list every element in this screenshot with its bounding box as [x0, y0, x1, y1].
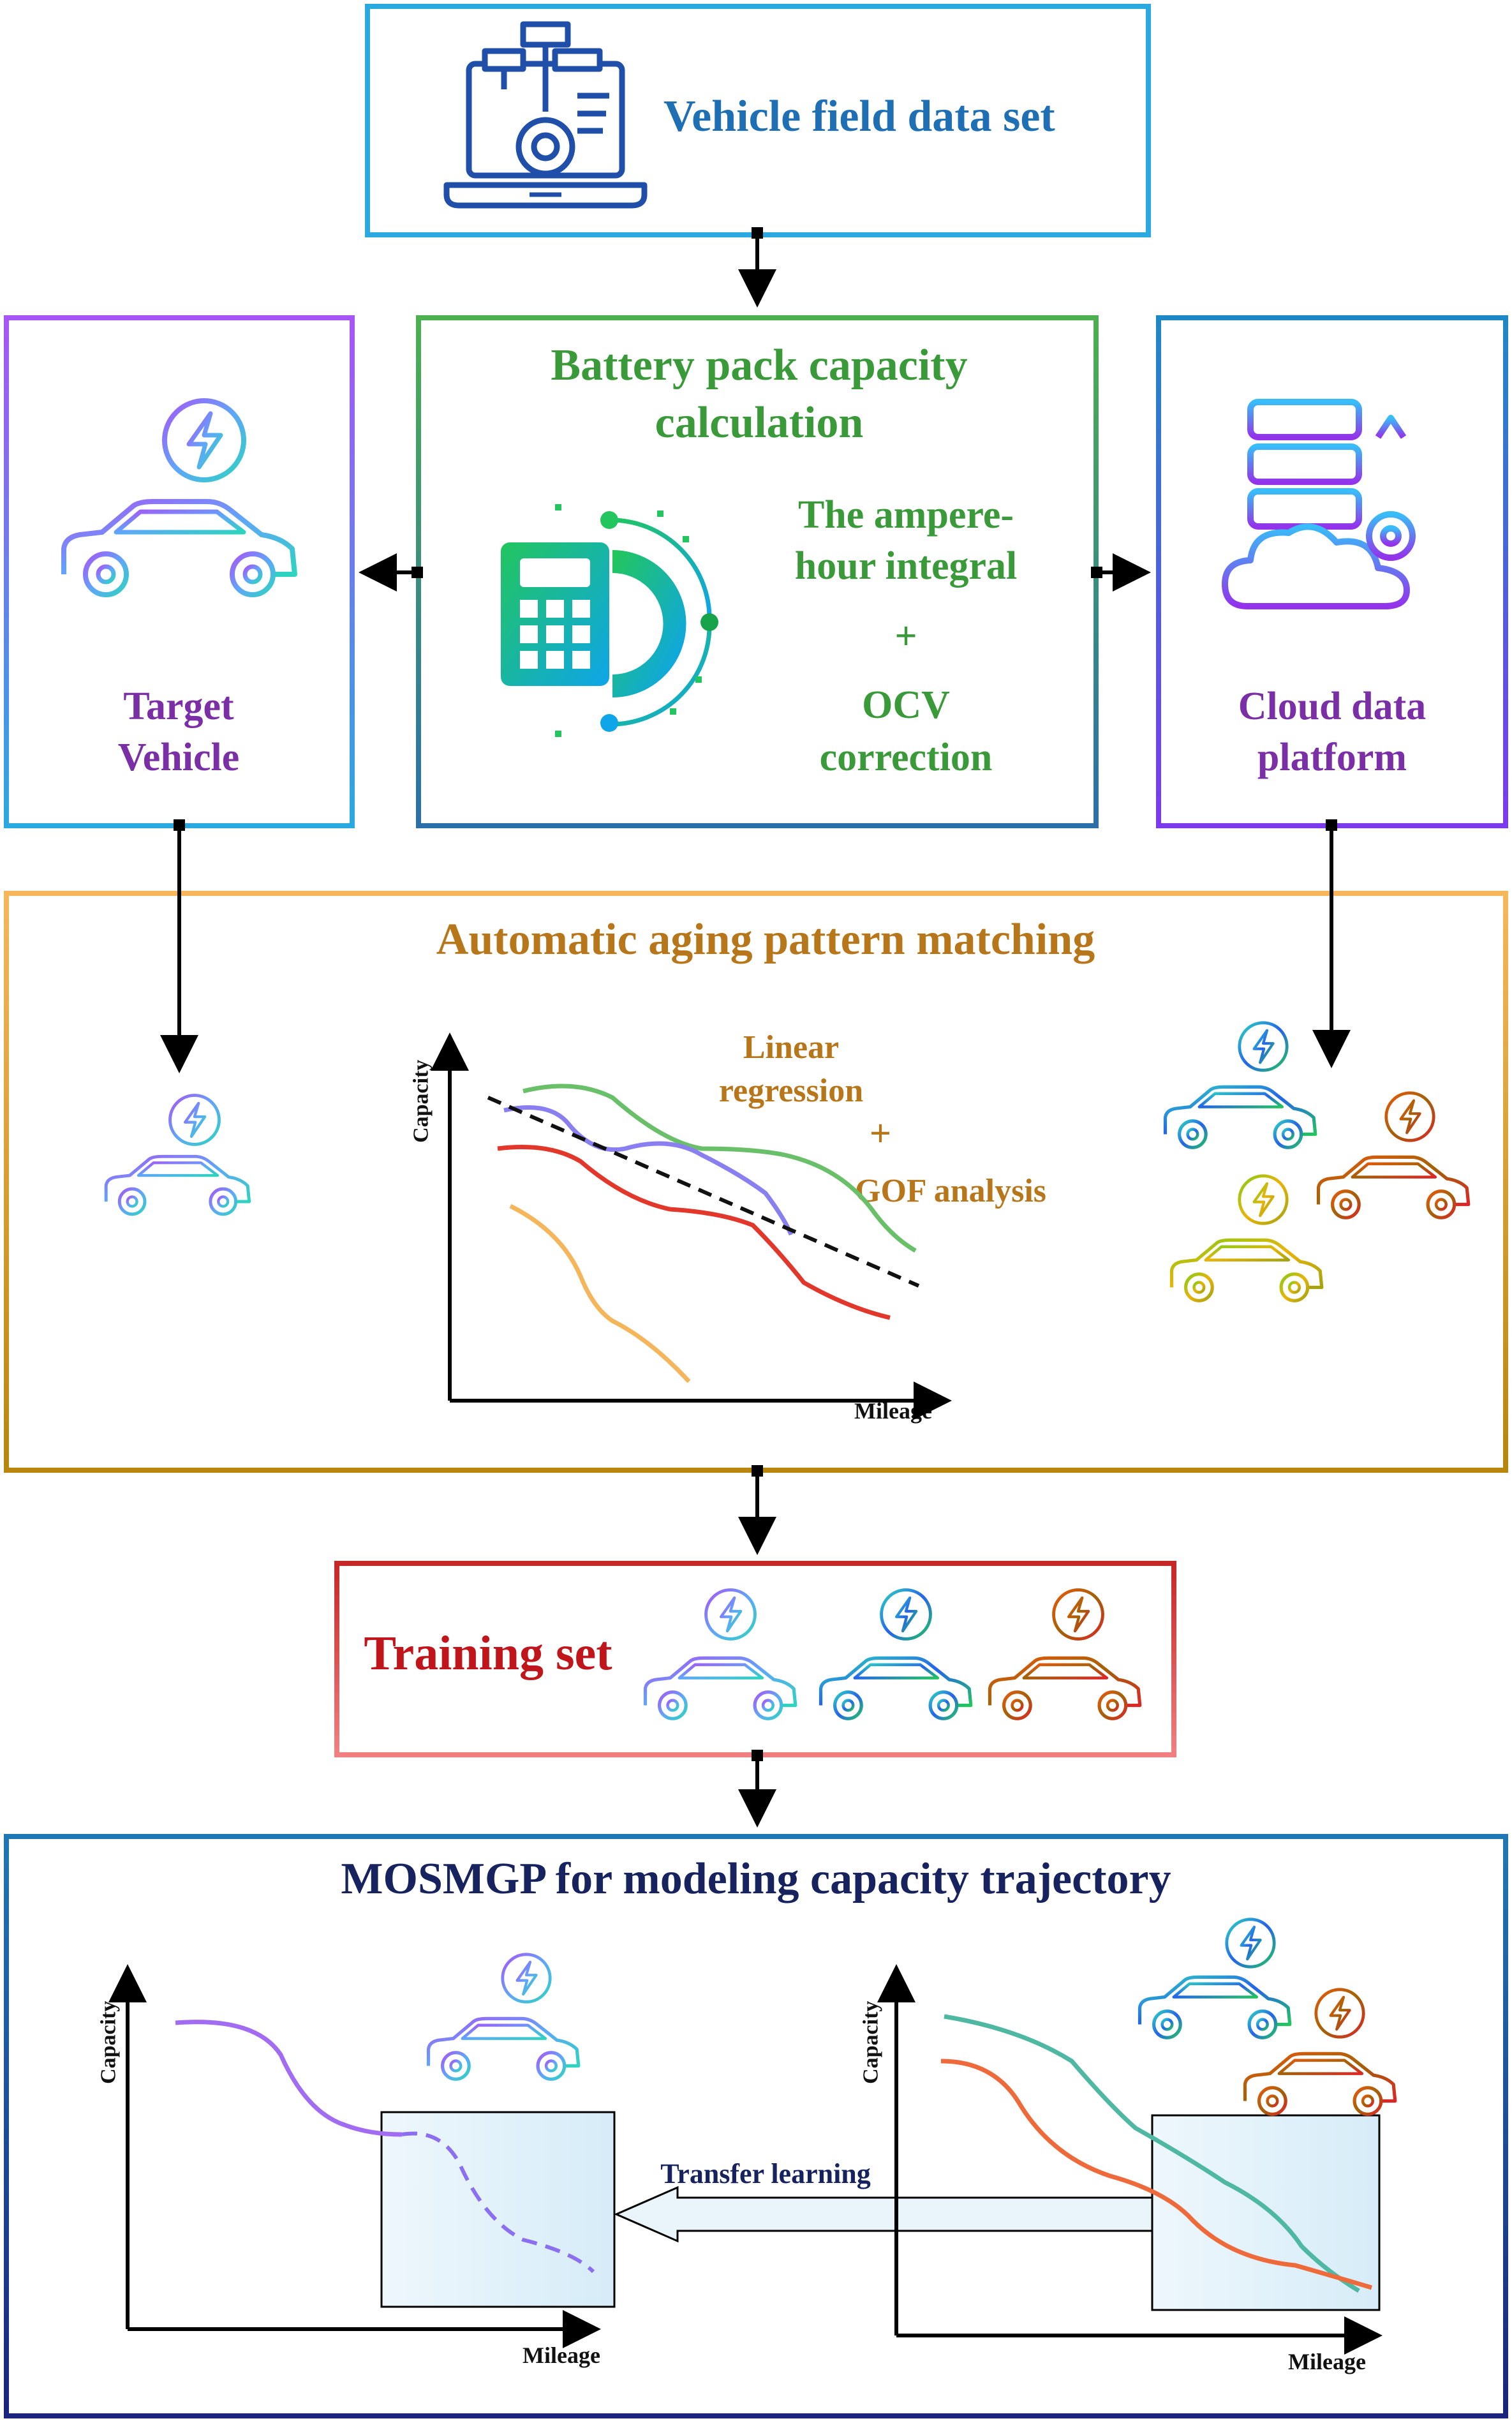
ampere-hour-line1: The ampere-: [797, 493, 1014, 537]
linear-fit-dashed: [487, 1096, 920, 1288]
curve-green: [523, 1084, 917, 1253]
curve-red: [497, 1145, 891, 1320]
matching-plus: +: [869, 1112, 892, 1154]
ampere-hour-line2: hour integral: [794, 544, 1018, 588]
training-car-orange-icon: [990, 1590, 1140, 1719]
aging-matching-box: [4, 891, 1508, 1473]
target-vehicle-car-icon: [64, 401, 295, 595]
training-car-purple-icon: [646, 1590, 796, 1719]
training-set-title: Training set: [364, 1627, 612, 1680]
cloud-platform-line2: platform: [1257, 736, 1407, 779]
cloud-server-icon: [1222, 399, 1416, 609]
left-observed-curve: [175, 2020, 403, 2137]
laptop-flowchart-gear-icon: [443, 21, 648, 209]
matching-cloud-cars-icon: [1166, 1023, 1469, 1301]
cloud-platform-line1: Cloud data: [1238, 685, 1427, 728]
matching-chart: [431, 1032, 952, 1420]
linear-regression-line1: Linear: [743, 1029, 840, 1066]
curve-orange: [509, 1203, 691, 1383]
transfer-learning-arrow: [614, 2186, 1153, 2243]
battery-title: Battery pack capacity: [551, 341, 968, 390]
transfer-learning-label: Transfer learning: [660, 2158, 871, 2189]
mosmgp-left-plot: [108, 1955, 616, 2348]
aging-matching-title: Automatic aging pattern matching: [436, 915, 1095, 964]
right-curve-teal: [944, 2014, 1360, 2293]
right-curve-orange-red: [940, 2059, 1373, 2290]
linear-regression-line2: regression: [718, 1073, 864, 1109]
target-vehicle-line2: Vehicle: [117, 736, 240, 779]
gof-analysis: GOF analysis: [855, 1173, 1047, 1209]
training-car-teal-icon: [821, 1590, 971, 1719]
vehicle-field-title: Vehicle field data set: [663, 92, 1055, 141]
curve-purple-blue: [503, 1105, 794, 1236]
flow-arrows: [160, 227, 1351, 1828]
battery-plus: +: [894, 615, 917, 658]
ocv-line2: correction: [819, 736, 993, 779]
ocv-line1: OCV: [862, 683, 950, 727]
mosmgp-title: MOSMGP for modeling capacity trajectory: [341, 1854, 1171, 1903]
target-vehicle-line1: Target: [123, 685, 234, 728]
left-predicted-curve: [401, 2131, 595, 2274]
mosmgp-right-plot: [877, 1919, 1395, 2355]
calculator-gear-icon: [501, 504, 718, 737]
battery-title-line2: calculation: [655, 398, 864, 447]
matching-target-car-icon: [106, 1096, 249, 1214]
